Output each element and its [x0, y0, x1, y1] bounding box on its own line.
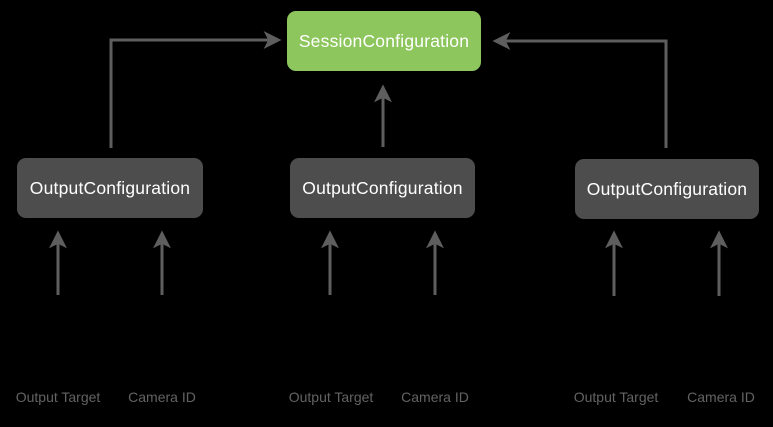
input-label-output-target: Output Target: [15, 389, 101, 405]
output-configuration-label: OutputConfiguration: [586, 178, 748, 199]
output-configuration-box-3: OutputConfiguration: [575, 159, 759, 219]
session-configuration-label: SessionConfiguration: [298, 30, 470, 51]
input-label-camera-id: Camera ID: [128, 389, 196, 405]
arrow-output3-to-session: [492, 32, 668, 148]
arrow-output1-to-session: [109, 31, 282, 148]
input-label-camera-id: Camera ID: [401, 389, 469, 405]
output-configuration-box-1: OutputConfiguration: [17, 158, 203, 218]
session-configuration-box: SessionConfiguration: [287, 11, 481, 71]
input-label-camera-id: Camera ID: [687, 389, 755, 405]
output-configuration-label: OutputConfiguration: [302, 177, 463, 198]
input-label-output-target: Output Target: [288, 389, 374, 405]
input-label-output-target: Output Target: [573, 389, 659, 405]
output-configuration-box-2: OutputConfiguration: [290, 158, 475, 218]
output-configuration-label: OutputConfiguration: [29, 177, 191, 198]
